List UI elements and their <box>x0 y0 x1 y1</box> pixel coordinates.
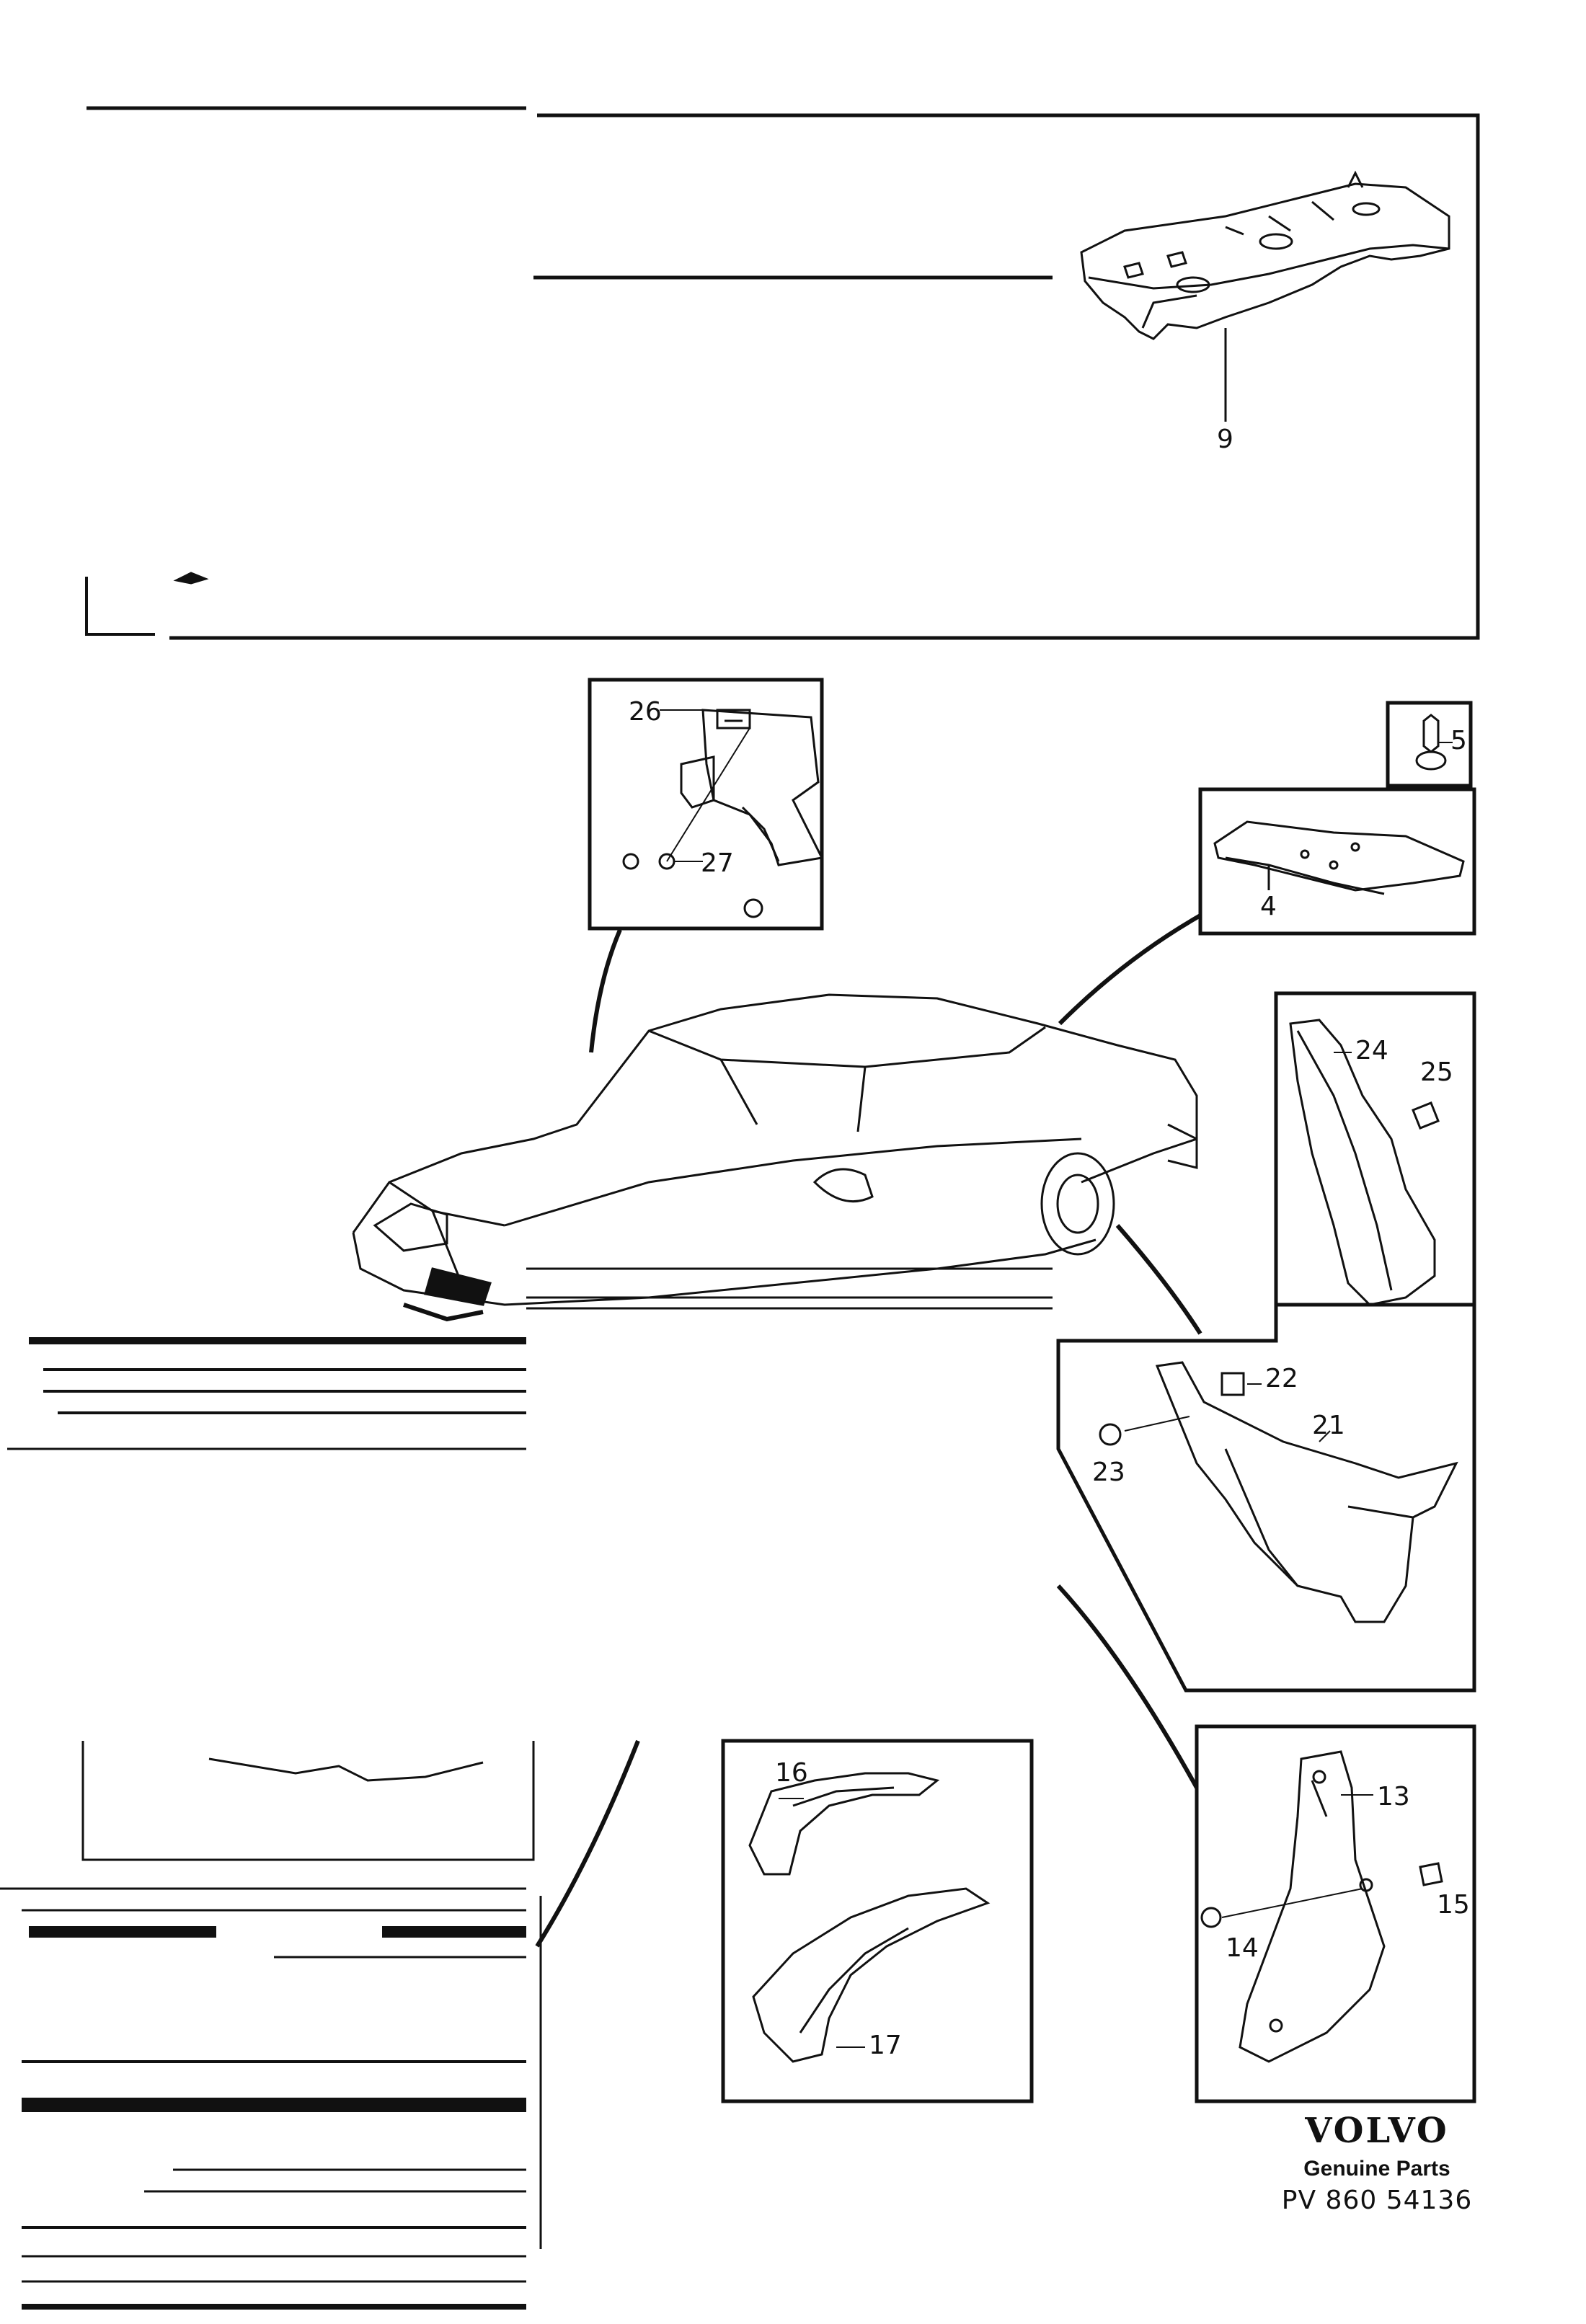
part-catalog-code: PV 860 54136 <box>1281 2186 1473 2215</box>
panel-wheel-arch-16 <box>721 1739 1034 2103</box>
callout-21: 21 <box>1312 1411 1345 1440</box>
heat-shield-drawing <box>1080 170 1450 340</box>
callout-25: 25 <box>1420 1057 1453 1087</box>
callout-23: 23 <box>1092 1458 1125 1487</box>
callout-17: 17 <box>869 2031 902 2060</box>
volvo-logo: VOLVO <box>1305 2111 1449 2151</box>
callout-22: 22 <box>1265 1364 1298 1393</box>
callout-9: 9 <box>1217 425 1233 454</box>
panel-liner-21 <box>1056 1305 1476 1693</box>
callout-5: 5 <box>1450 726 1467 755</box>
scan-artifacts <box>0 1267 1053 2310</box>
callout-27: 27 <box>701 848 734 878</box>
panel-bracket-26 <box>588 678 824 931</box>
callout-14: 14 <box>1226 1933 1259 1963</box>
callout-4: 4 <box>1260 892 1277 921</box>
panel-plate-4 <box>1198 787 1476 936</box>
callout-15: 15 <box>1437 1890 1470 1920</box>
panel-bolt-5 <box>1386 701 1473 788</box>
car-illustration <box>352 993 1198 1322</box>
callout-16: 16 <box>775 1758 808 1788</box>
panel-heat-shield-9 <box>85 106 1480 640</box>
brand-block: VOLVO Genuine Parts PV 860 54136 <box>1276 2111 1478 2215</box>
callout-26: 26 <box>629 697 662 727</box>
callout-24: 24 <box>1355 1036 1388 1065</box>
panel-mudflap-13 <box>1195 1724 1476 2103</box>
brand-subtitle: Genuine Parts <box>1303 2157 1450 2181</box>
callout-13: 13 <box>1377 1782 1410 1811</box>
